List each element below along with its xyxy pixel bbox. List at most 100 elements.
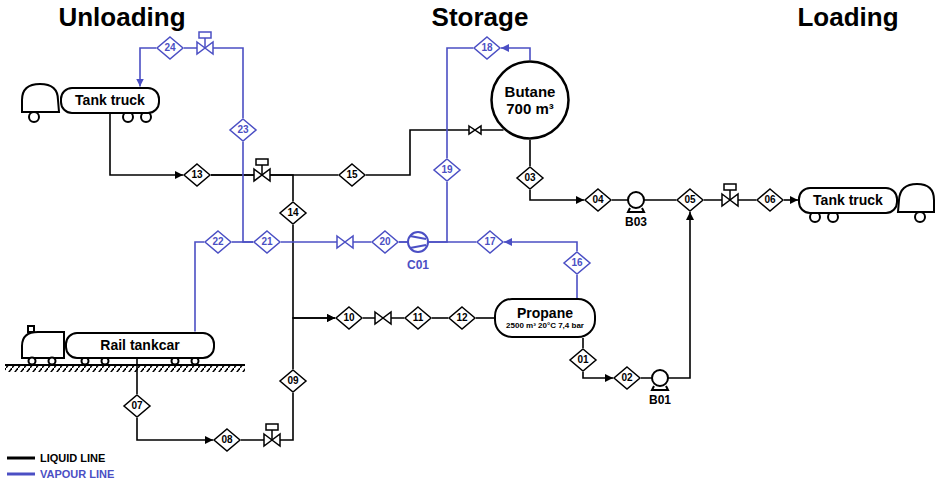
stream-diamond: [280, 202, 306, 224]
control-valve: [261, 165, 263, 175]
truck-cab: [22, 84, 934, 212]
liquid-line: [583, 372, 613, 378]
stream-diamond: [280, 370, 306, 392]
equipment-spec: 700 m³: [506, 100, 554, 117]
liquid-line: [211, 175, 293, 201]
stream-number: 05: [676, 188, 704, 212]
legend-swatch: [7, 457, 35, 460]
locomotive: [22, 326, 64, 358]
stream-number: 03: [516, 166, 544, 190]
pump-symbol: [652, 370, 668, 386]
equipment-spec: 2500 m³ 20°C 7,4 bar: [506, 321, 584, 330]
truck-wheel: [915, 212, 925, 222]
stream-number: 02: [621, 372, 632, 384]
stream-number: 11: [413, 312, 424, 324]
stream-diamond: [517, 167, 543, 189]
stream-number: 01: [577, 354, 588, 366]
compressor-symbol: [410, 245, 426, 248]
stream-number: 18: [481, 42, 492, 54]
stream-number: 22: [212, 236, 223, 248]
legend-swatch: [6, 452, 36, 464]
pump-symbol: [628, 192, 644, 208]
stream-number: 11: [404, 306, 432, 330]
vapour-line: [447, 48, 473, 158]
stream-number: 24: [156, 36, 184, 60]
sphere-outline: [492, 62, 569, 139]
stream-number: 17: [476, 230, 504, 254]
stream-number: 16: [571, 257, 582, 269]
rail-wheel: [49, 358, 56, 365]
stream-number: 15: [346, 169, 357, 181]
stream-diamond: [477, 231, 503, 253]
control-valve: [199, 32, 211, 38]
liquid-line: [530, 190, 584, 200]
legend-item: VAPOUR LINE: [6, 468, 114, 480]
stream-number: 20: [379, 236, 390, 248]
stream-diamond: [157, 37, 183, 59]
stream-number: 12: [456, 312, 467, 324]
stream-diamond: [184, 164, 210, 186]
rail-track: [5, 366, 245, 372]
liquid-line: [136, 359, 138, 395]
section-title: Storage: [432, 3, 529, 32]
control-valve: [254, 159, 738, 446]
control-valve: [266, 424, 278, 430]
truck-wheel: [29, 112, 39, 122]
vapour-line: [501, 48, 530, 60]
rail-wheel: [102, 358, 109, 365]
stream-number: 23: [237, 124, 248, 136]
control-valve: [729, 190, 731, 200]
stream-number: 22: [204, 230, 232, 254]
butane-sphere: Butane700 m³: [490, 60, 570, 140]
stream-number: 17: [484, 236, 495, 248]
equipment-tag: C01: [407, 259, 429, 272]
stream-diamond: [254, 231, 280, 253]
stream-diamond: [372, 231, 398, 253]
equipment-name: Rail tankcar: [100, 337, 179, 353]
legend-item: LIQUID LINE: [6, 452, 105, 464]
equipment-name: Tank truck: [813, 192, 883, 208]
rail-wheel: [82, 358, 89, 365]
stream-diamond: [564, 252, 590, 274]
stream-diamond: [405, 307, 431, 329]
stream-number: 18: [473, 36, 501, 60]
liquid-line: [784, 199, 798, 201]
stream-diamond: [124, 395, 150, 417]
vapour-line: [195, 242, 204, 332]
truck-cab: [898, 184, 934, 212]
stream-diamond: [570, 349, 596, 371]
rail-tankcar: Rail tankcar: [65, 332, 215, 359]
stream-number: 24: [164, 42, 175, 54]
stream-number: 05: [684, 194, 695, 206]
stream-diamond: [614, 367, 640, 389]
stream-number: 13: [183, 163, 211, 187]
stream-number: 06: [764, 194, 775, 206]
liquid-line: [641, 212, 690, 378]
hand-valve: [337, 236, 353, 248]
propane-tank: Propane2500 m³ 20°C 7,4 bar: [494, 298, 596, 338]
equipment-name: Butane: [505, 83, 556, 100]
truck-wheel: [141, 112, 151, 122]
compressor-symbol: [408, 232, 428, 252]
stream-number: 16: [563, 251, 591, 275]
locomotive: [22, 332, 64, 358]
truck-wheel: [29, 112, 925, 222]
stream-number: 08: [221, 434, 232, 446]
equipment-name: Tank truck: [75, 92, 145, 108]
equipment-name: Propane: [517, 305, 573, 321]
vapour-line: [184, 48, 243, 118]
stream-number: 09: [279, 369, 307, 393]
vapour-line: [504, 242, 577, 251]
equipment-tag: B01: [649, 394, 671, 407]
vapour-line: [281, 241, 371, 243]
control-valve: [256, 159, 268, 165]
stream-number: 21: [261, 236, 272, 248]
rail-track: [5, 364, 245, 366]
stream-number: 23: [229, 118, 257, 142]
section-title: Loading: [797, 3, 898, 32]
tank-truck: Tank truck: [798, 187, 898, 214]
control-valve: [724, 184, 736, 190]
rail-track: [5, 365, 245, 372]
stream-number: 14: [287, 207, 298, 219]
